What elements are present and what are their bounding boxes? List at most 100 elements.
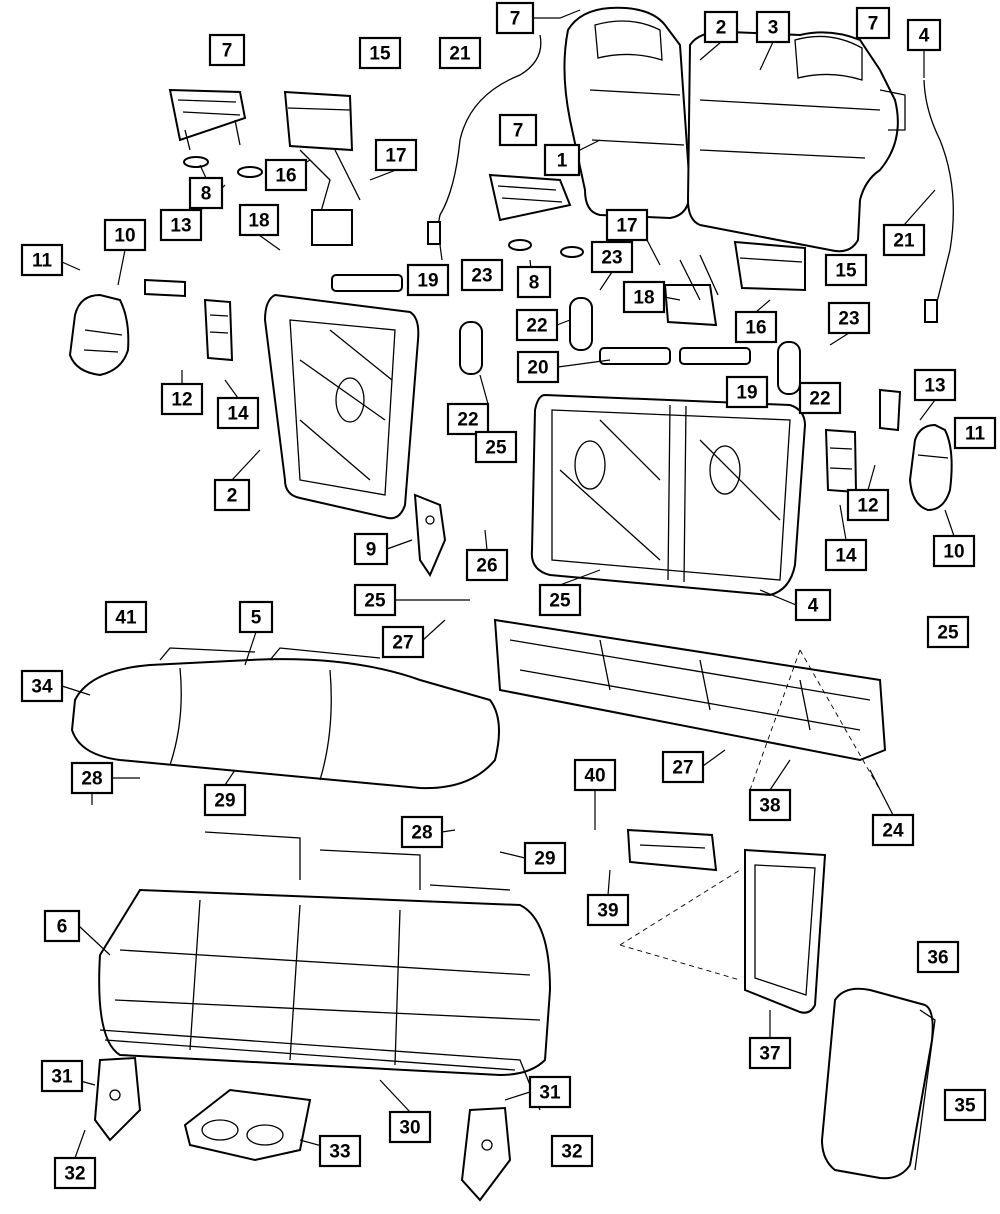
callout-box [516,350,560,384]
cable-right [923,79,954,323]
callout-number: 8 [201,184,212,205]
callout-box [20,669,64,703]
callout-box [358,36,402,70]
callout-box [538,583,582,617]
callout-box [882,223,926,257]
callout-number: 20 [527,358,548,379]
callout-number: 13 [170,216,191,237]
callout-number: 9 [366,540,377,561]
callout-number: 25 [485,438,507,459]
callout-box [400,815,444,849]
headrest-left [168,88,263,178]
callout-number: 25 [549,591,571,612]
callout-number: 31 [539,1083,561,1104]
leader-line [231,449,261,481]
callout-number: 35 [954,1096,976,1117]
callout-number: 8 [529,273,540,294]
callout-number: 7 [513,121,524,142]
callout-box [498,113,538,147]
callout-number: 7 [510,9,521,30]
callout-8: 8 [188,176,224,210]
callout-17: 17 [605,208,649,242]
callout-number: 23 [838,309,859,330]
leader-line [224,769,236,786]
callout-box [160,382,204,416]
callout-16: 16 [264,158,308,192]
seatback-frame-right [530,347,807,597]
callout-box [20,243,64,277]
callout-box [543,143,581,177]
callout-number: 15 [835,261,857,282]
callout-number: 18 [248,211,269,232]
callout-21: 21 [438,36,482,70]
headrest-center [733,240,806,292]
callout-number: 7 [868,14,879,35]
callout-number: 36 [927,948,948,969]
leader-line [769,759,791,791]
callout-31: 31 [528,1075,572,1109]
callout-number: 39 [597,901,618,922]
headrest-center [283,90,361,246]
callout-box [932,534,976,568]
callout-number: 12 [857,496,878,517]
callout-number: 23 [601,248,622,269]
callout-39: 39 [586,893,630,927]
callout-22: 22 [798,381,842,415]
callout-7: 7 [495,1,535,35]
callout-number: 27 [392,633,413,654]
callout-10: 10 [932,534,976,568]
callout-number: 21 [893,231,915,252]
callout-number: 26 [476,556,497,577]
callout-9: 9 [353,532,389,566]
callout-32: 32 [550,1134,594,1168]
seat-cushion [70,647,500,790]
callout-box [264,158,308,192]
callout-box [725,375,769,409]
leader-line [699,41,722,61]
callout-box [871,813,915,847]
callout-box [755,10,791,44]
callout-number: 24 [882,821,904,842]
callout-number: 22 [809,389,830,410]
callout-23: 23 [590,240,634,274]
cupholder [183,1088,312,1162]
leader-line [867,464,876,491]
leader-line [61,685,91,696]
leader-line [484,529,488,551]
callout-4: 4 [794,588,832,622]
callout-box [203,783,247,817]
callout-8: 8 [516,265,552,299]
callout-29: 29 [203,783,247,817]
leader-line [557,359,611,368]
callout-number: 29 [214,791,235,812]
callout-22: 22 [515,308,559,342]
callout-27: 27 [661,750,705,784]
headrest-right [488,173,584,258]
leader-line [504,1091,531,1101]
callout-number: 10 [114,226,135,247]
callout-box [353,583,397,617]
callout-11: 11 [953,416,997,450]
callout-box [906,18,942,52]
callout-number: 18 [633,288,654,309]
callout-box [460,258,504,292]
latch-right [824,388,902,494]
leader-line [441,829,456,833]
leader-line [839,504,847,541]
callout-13: 13 [159,208,203,242]
callout-number: 32 [561,1142,582,1163]
callout-19: 19 [406,263,450,297]
callout-20: 20 [516,350,560,384]
callout-number: 29 [534,849,555,870]
callout-41: 41 [104,600,148,634]
callout-21: 21 [882,223,926,257]
callout-box [388,1110,432,1144]
leader-line [663,296,681,301]
leader-line [556,319,571,326]
leader-line [379,1079,411,1113]
callout-13: 13 [913,368,957,402]
leader-line [61,261,81,271]
callout-box [794,588,832,622]
callout-box [53,1156,97,1190]
leg-bracket-left [93,1056,142,1142]
